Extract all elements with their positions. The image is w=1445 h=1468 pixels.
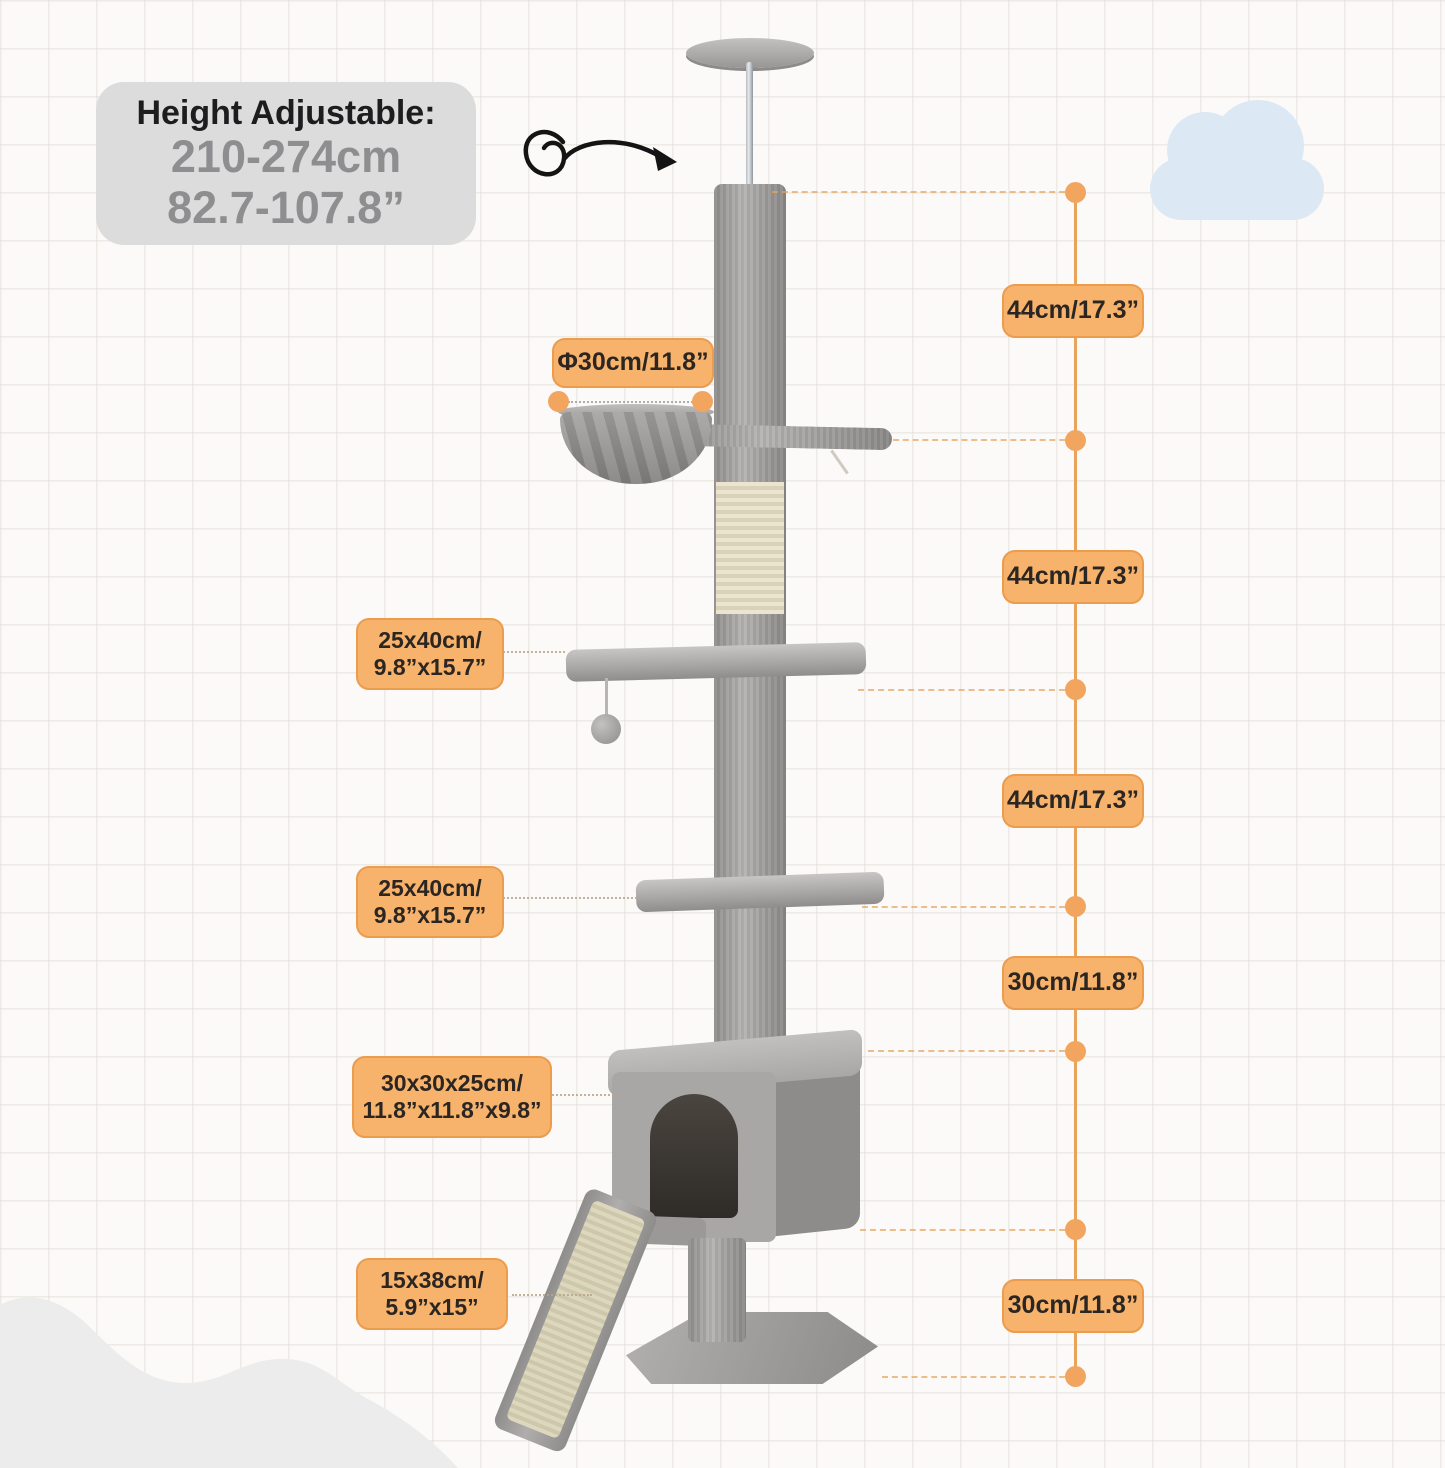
- dimension-dot: [1065, 896, 1086, 917]
- dimension-dot: [1065, 1366, 1086, 1387]
- height-adjustable-callout: Height Adjustable: 210-274cm 82.7-107.8”: [96, 82, 476, 245]
- cat-tree-toy-string: [830, 449, 849, 475]
- measure-tag-platform1-size: 25x40cm/ 9.8”x15.7”: [356, 618, 504, 690]
- measure-text: 44cm/17.3”: [1006, 786, 1140, 815]
- measure-tag-30cm-1: 30cm/11.8”: [1002, 956, 1144, 1010]
- guide-line: [882, 1376, 1075, 1378]
- measure-text: 30cm/11.8”: [1007, 968, 1139, 997]
- measure-text: 5.9”x15”: [385, 1294, 479, 1320]
- measure-text: 9.8”x15.7”: [373, 654, 487, 680]
- measure-text: 9.8”x15.7”: [373, 902, 487, 928]
- callout-range-cm: 210-274cm: [170, 131, 402, 183]
- cat-tree-sisal-scratch-post: [716, 482, 784, 614]
- callout-title: Height Adjustable:: [136, 94, 436, 133]
- diameter-dot: [692, 391, 713, 412]
- guide-line: [868, 1050, 1075, 1052]
- measure-text: 25x40cm/: [378, 626, 482, 653]
- guide-line: [858, 689, 1075, 691]
- measure-text: 44cm/17.3”: [1006, 562, 1140, 591]
- cloud-puff: [1212, 100, 1304, 192]
- guide-line: [893, 439, 1075, 441]
- guide-line: [503, 897, 637, 899]
- measure-tag-44cm-1: 44cm/17.3”: [1002, 284, 1144, 338]
- measure-tag-44cm-2: 44cm/17.3”: [1002, 550, 1144, 604]
- cat-tree-platform-2: [635, 871, 885, 913]
- cat-tree-bottom-post: [688, 1238, 746, 1342]
- cat-tree-hammock-basket: [560, 412, 712, 484]
- dimension-dot: [1065, 1219, 1086, 1240]
- callout-range-inch: 82.7-107.8”: [167, 181, 405, 233]
- cat-tree-tension-rod: [746, 62, 753, 186]
- cat-tree-pompom-string: [605, 678, 608, 718]
- measure-tag-44cm-3: 44cm/17.3”: [1002, 774, 1144, 828]
- measure-text: Φ30cm/11.8”: [557, 348, 709, 377]
- cat-tree-base-board: [626, 1312, 878, 1384]
- measure-text: 44cm/17.3”: [1006, 296, 1140, 325]
- diameter-dot: [548, 391, 569, 412]
- guide-line: [512, 1294, 592, 1296]
- curved-arrow-icon: [523, 129, 677, 177]
- measure-tag-hammock-diameter: Φ30cm/11.8”: [552, 338, 714, 388]
- dimension-dot: [1065, 430, 1086, 451]
- dimension-dot: [1065, 1041, 1086, 1062]
- guide-line: [860, 1229, 1075, 1231]
- cloud-icon: [0, 1297, 458, 1468]
- cat-tree-pompom-ball: [591, 714, 621, 744]
- measure-text: 25x40cm/: [378, 874, 482, 901]
- measure-tag-30cm-2: 30cm/11.8”: [1002, 1279, 1144, 1333]
- dimension-dot: [1065, 182, 1086, 203]
- measure-text: 30x30x25cm/: [381, 1069, 523, 1096]
- measure-tag-condo-size: 30x30x25cm/ 11.8”x11.8”x9.8”: [352, 1056, 552, 1138]
- guide-line: [503, 651, 565, 653]
- measure-tag-ramp-size: 15x38cm/ 5.9”x15”: [356, 1258, 508, 1330]
- measure-text: 11.8”x11.8”x9.8”: [362, 1097, 542, 1123]
- measure-tag-platform2-size: 25x40cm/ 9.8”x15.7”: [356, 866, 504, 938]
- guide-line: [552, 1094, 618, 1096]
- guide-line: [862, 906, 1075, 908]
- diameter-guide-line: [568, 401, 696, 403]
- dimension-dot: [1065, 679, 1086, 700]
- cat-tree-main-post: [714, 184, 786, 1076]
- cat-tree-platform-1: [565, 642, 867, 682]
- measure-text: 15x38cm/: [380, 1266, 484, 1293]
- cat-tree-ramp-sisal: [505, 1199, 646, 1440]
- cat-tree-condo-door: [650, 1094, 738, 1218]
- measure-text: 30cm/11.8”: [1007, 1291, 1139, 1320]
- guide-line: [772, 191, 1075, 193]
- cat-tree-ramp: [491, 1186, 659, 1455]
